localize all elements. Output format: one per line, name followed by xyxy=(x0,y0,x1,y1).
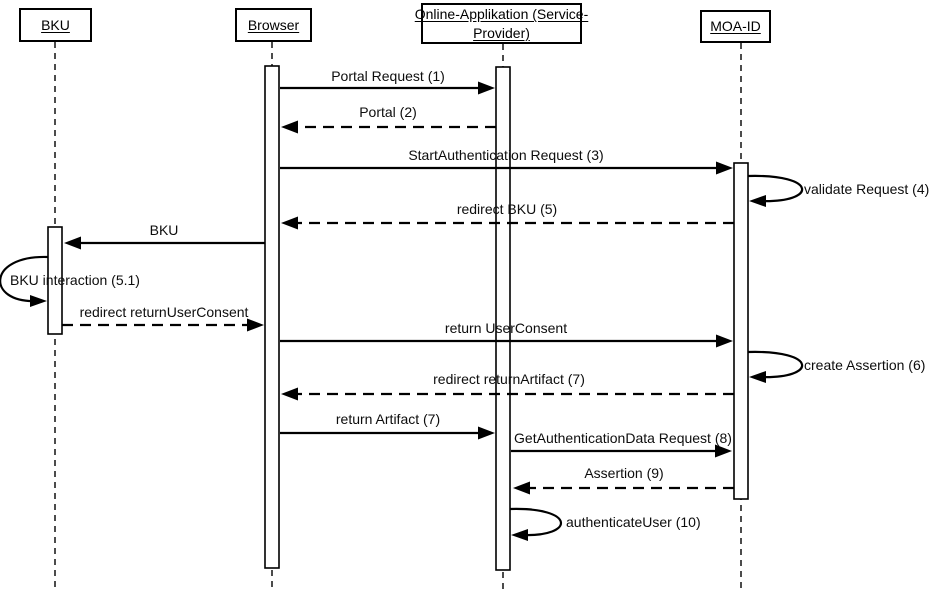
message-7 xyxy=(0,255,49,307)
arrowhead-icon xyxy=(281,387,298,401)
arrowhead-icon xyxy=(478,81,495,95)
message-1 xyxy=(280,81,495,95)
arrowhead-icon xyxy=(513,481,530,495)
arrowhead-icon xyxy=(30,295,47,307)
arrowhead-icon xyxy=(281,120,298,134)
message-2 xyxy=(281,120,496,134)
bku-activation-bar xyxy=(47,226,63,335)
self-message-curve xyxy=(747,174,804,203)
self-message-curve xyxy=(747,350,804,379)
message-9 xyxy=(280,334,733,348)
arrowhead-icon xyxy=(749,195,766,207)
arrowhead-icon xyxy=(749,371,766,383)
self-message-curve xyxy=(0,255,49,303)
message-14 xyxy=(513,481,734,495)
message-10 xyxy=(747,350,804,383)
arrowhead-icon xyxy=(64,236,81,250)
message-3 xyxy=(280,161,733,175)
online-app-activation-bar xyxy=(495,66,511,571)
arrowhead-icon xyxy=(715,444,732,458)
message-4 xyxy=(747,174,804,207)
message-15 xyxy=(509,507,563,541)
message-6 xyxy=(64,236,265,250)
message-12 xyxy=(280,426,495,440)
arrowhead-icon xyxy=(716,161,733,175)
browser-activation-bar xyxy=(264,65,280,569)
message-13 xyxy=(511,444,732,458)
arrowhead-icon xyxy=(281,216,298,230)
arrowhead-icon xyxy=(511,529,528,541)
self-message-curve xyxy=(509,507,563,537)
message-11 xyxy=(281,387,734,401)
message-5 xyxy=(281,216,734,230)
arrowhead-icon xyxy=(716,334,733,348)
arrowhead-icon xyxy=(247,318,264,332)
message-8 xyxy=(62,318,264,332)
moa-id-activation-bar xyxy=(733,162,749,500)
arrowhead-icon xyxy=(478,426,495,440)
